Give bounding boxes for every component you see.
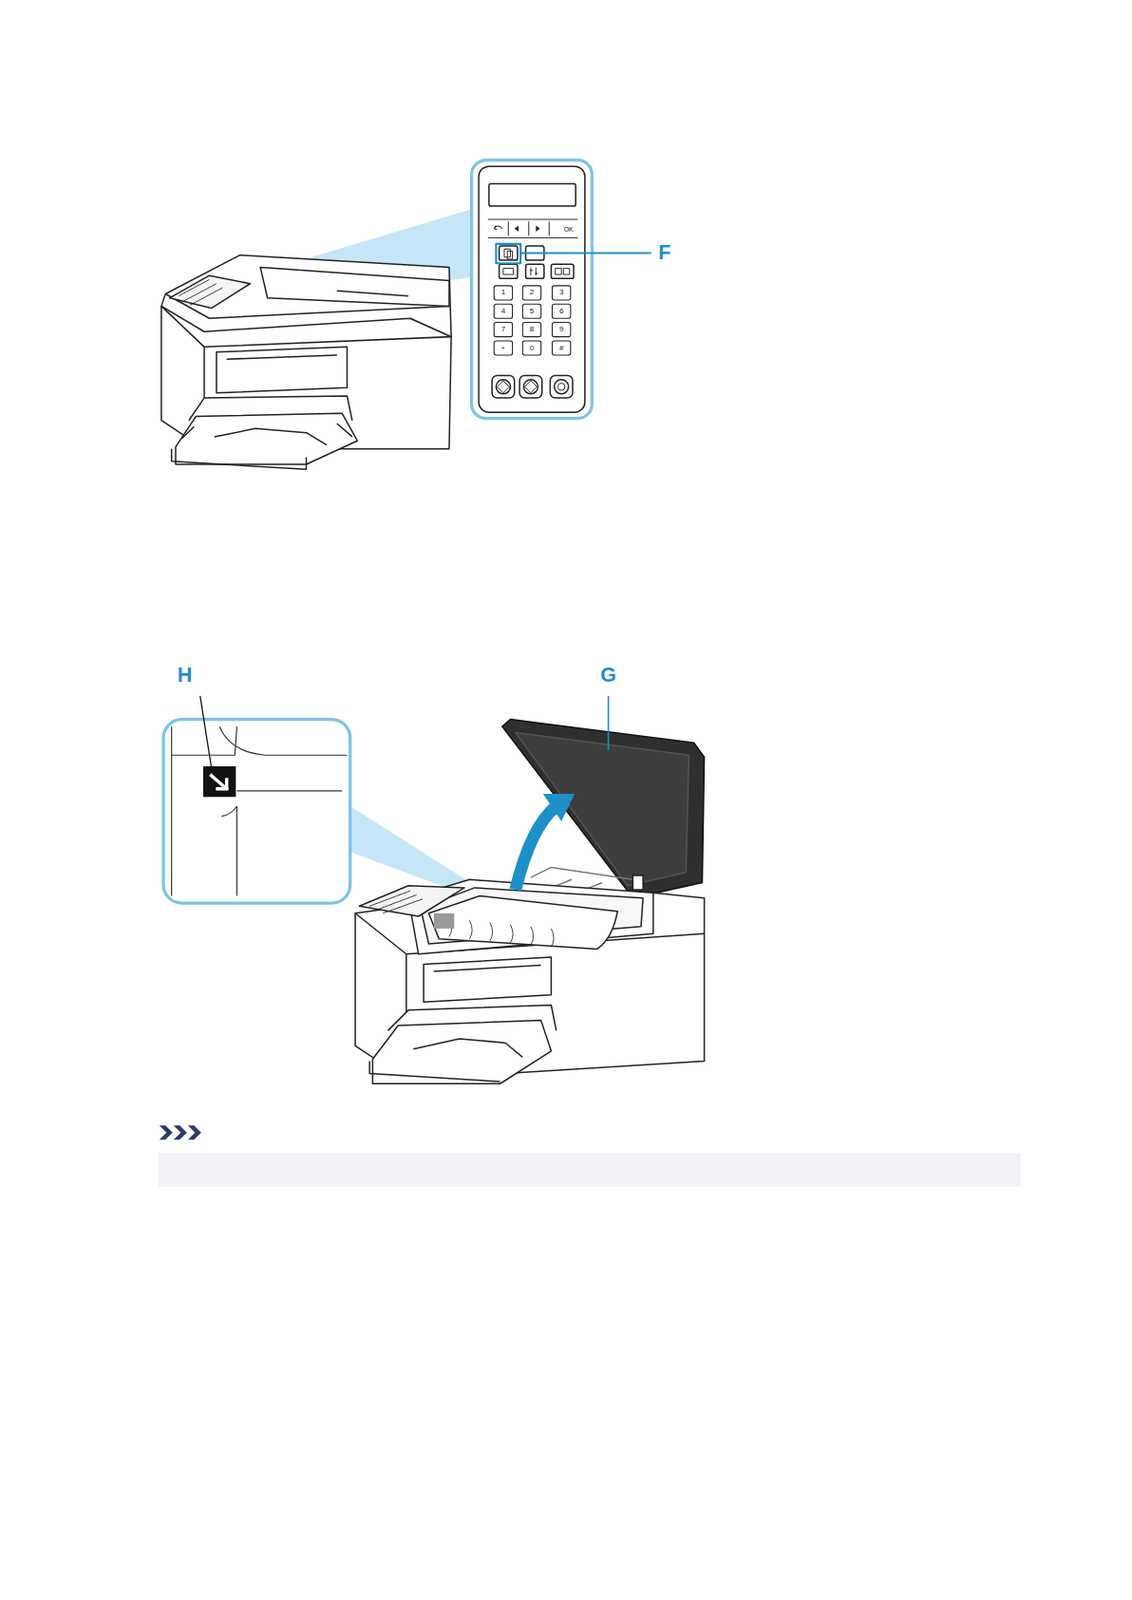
key-label: *: [500, 345, 506, 354]
key-label: OK: [563, 225, 575, 232]
callout-letter: F: [658, 243, 671, 265]
key-label: #: [558, 343, 565, 352]
callout-letter: G: [600, 665, 617, 687]
key-label: 6: [558, 307, 565, 316]
key-label: 9: [558, 325, 565, 334]
key-label: 8: [528, 325, 535, 334]
key-label: 1: [500, 288, 507, 297]
key-label: 7: [500, 325, 507, 334]
key-label: 5: [528, 307, 535, 316]
key-label: 3: [558, 288, 565, 297]
key-label: 4: [500, 307, 507, 316]
key-label: 2: [528, 288, 535, 297]
key-label: 0: [528, 343, 535, 352]
callout-letter: H: [177, 665, 193, 687]
